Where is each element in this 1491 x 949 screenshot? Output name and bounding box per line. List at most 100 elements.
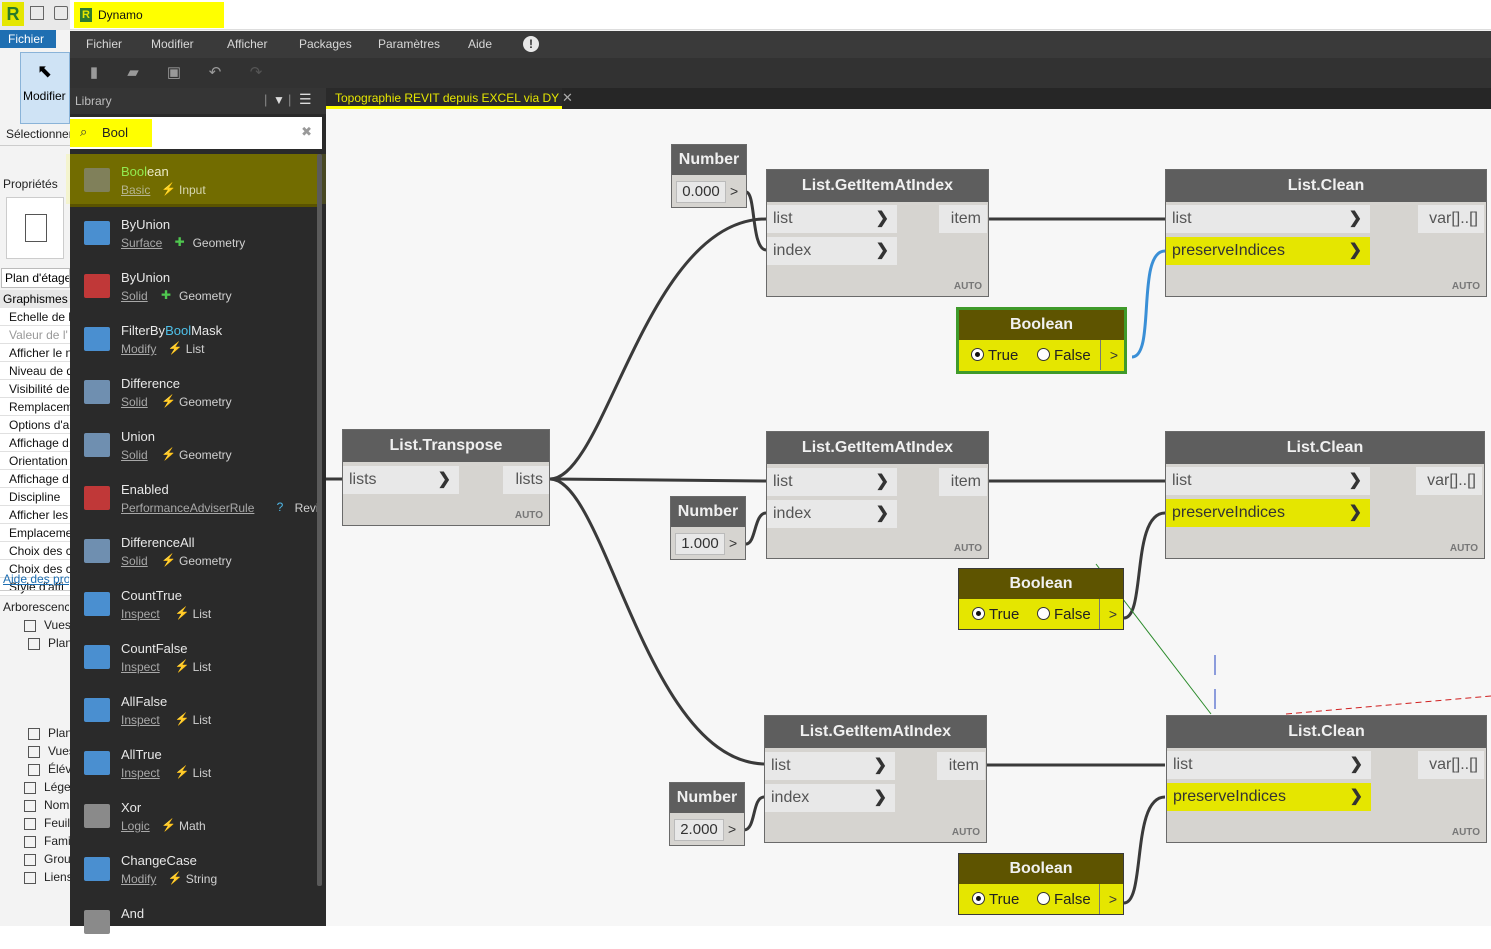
property-row[interactable]: Visibilité de (0, 380, 70, 398)
input-port-list[interactable]: list❯ (767, 205, 897, 233)
true-radio[interactable]: True (972, 606, 1019, 623)
property-row[interactable]: Options d'a (0, 416, 70, 434)
false-radio[interactable]: False (1037, 606, 1091, 623)
output-port-var[interactable]: var[]..[] (1418, 751, 1484, 779)
save-icon[interactable]: ▣ (166, 64, 182, 81)
property-row[interactable]: Remplacem (0, 398, 70, 416)
input-port-preserve-indices[interactable]: preserveIndices❯ (1166, 499, 1370, 527)
input-port-list[interactable]: list❯ (767, 468, 897, 496)
menu-help[interactable]: Aide (468, 37, 493, 51)
output-port-item[interactable]: item (939, 205, 987, 233)
menu-packages[interactable]: Packages (299, 37, 352, 51)
revit-file-tab[interactable]: Fichier (0, 30, 56, 48)
tab-workspace[interactable]: Topographie REVIT depuis EXCEL via DY (326, 88, 562, 109)
menu-edit[interactable]: Modifier (151, 37, 194, 51)
input-port-lists[interactable]: lists❯ (343, 466, 459, 494)
get-item-node-1[interactable]: List.GetItemAtIndex list❯ index❯ item AU… (766, 169, 989, 297)
true-radio[interactable]: True (971, 347, 1018, 364)
input-port-list[interactable]: list❯ (765, 752, 895, 780)
number-input[interactable]: 1.000 (675, 533, 725, 555)
tree-node[interactable]: Grou (44, 852, 70, 866)
library-item-category[interactable]: Solid (121, 448, 148, 462)
property-row[interactable]: Echelle de l (0, 308, 70, 326)
output-port-item[interactable]: item (937, 752, 985, 780)
library-item-category[interactable]: PerformanceAdviserRule (121, 501, 255, 515)
tree-node[interactable]: Élév (48, 762, 70, 776)
revit-open-icon[interactable] (54, 6, 68, 20)
property-row[interactable]: Niveau de d (0, 362, 70, 380)
list-clean-node-2[interactable]: List.Clean list❯ preserveIndices❯ var[].… (1165, 431, 1485, 559)
property-row[interactable]: Choix des c (0, 542, 70, 560)
list-clean-node-1[interactable]: List.Clean list❯ preserveIndices❯ var[].… (1165, 169, 1487, 297)
library-scrollbar[interactable] (317, 154, 322, 886)
input-port-index[interactable]: index❯ (765, 784, 895, 812)
property-row[interactable]: Valeur de l' (0, 326, 70, 344)
open-icon[interactable]: ▰ (127, 64, 139, 81)
tree-node[interactable]: Lége (44, 780, 70, 794)
properties-help-link[interactable]: Aide des pro (3, 572, 69, 586)
library-item[interactable]: And (70, 896, 320, 949)
library-item-category[interactable]: Solid (121, 395, 148, 409)
input-port-preserve-indices[interactable]: preserveIndices❯ (1166, 237, 1370, 265)
input-port-index[interactable]: index❯ (767, 237, 897, 265)
boolean-node-3[interactable]: Boolean True False > (958, 853, 1124, 915)
revit-modify-button[interactable]: ⬉ Modifier (20, 52, 70, 124)
output-port-item[interactable]: item (939, 468, 987, 496)
type-selector[interactable] (6, 197, 64, 259)
property-row[interactable]: Affichage d (0, 470, 70, 488)
input-port-list[interactable]: list❯ (1166, 467, 1370, 495)
view-type-dropdown[interactable]: Plan d'étage (1, 268, 70, 288)
output-port[interactable] (1099, 599, 1123, 629)
search-input[interactable]: Bool (102, 125, 129, 140)
boolean-node-2[interactable]: Boolean True False > (958, 568, 1124, 630)
output-port-var[interactable]: var[]..[] (1416, 467, 1482, 495)
list-transpose-node[interactable]: List.Transpose lists❯ lists AUTO (342, 429, 550, 526)
output-port[interactable]: > (728, 821, 737, 837)
layout-icon[interactable]: ☰ (299, 91, 312, 107)
new-file-icon[interactable]: ▮ (89, 64, 99, 81)
output-port[interactable] (1099, 884, 1123, 914)
tree-node[interactable]: Plan (48, 726, 70, 740)
library-item-category[interactable]: Modify (121, 342, 157, 356)
false-radio[interactable]: False (1037, 891, 1091, 908)
tree-node[interactable]: Nom (44, 798, 70, 812)
library-search-box[interactable]: ⌕ Bool ✖ (70, 117, 322, 149)
output-port[interactable] (1100, 340, 1124, 370)
library-item-category[interactable]: Solid (121, 289, 148, 303)
tree-node[interactable]: Fami (44, 834, 70, 848)
tree-node[interactable]: Vues (44, 618, 70, 632)
property-row[interactable]: Emplaceme (0, 524, 70, 542)
undo-icon[interactable]: ↶ (208, 64, 222, 81)
graphics-group[interactable]: Graphismes (0, 290, 70, 308)
library-item-category[interactable]: Inspect (121, 607, 160, 621)
get-item-node-3[interactable]: List.GetItemAtIndex list❯ index❯ item AU… (764, 715, 987, 843)
library-item-category[interactable]: Solid (121, 554, 148, 568)
notification-icon[interactable]: ! (523, 36, 539, 52)
input-port-list[interactable]: list❯ (1166, 205, 1370, 233)
close-tab-icon[interactable]: ✕ (562, 90, 573, 105)
tree-node[interactable]: Liens (44, 870, 70, 884)
input-port-list[interactable]: list❯ (1167, 751, 1371, 779)
library-item-category[interactable]: Inspect (121, 766, 160, 780)
list-clean-node-3[interactable]: List.Clean list❯ preserveIndices❯ var[].… (1166, 715, 1487, 843)
graph-canvas[interactable]: Number 0.000 > Number 1.000 > Number 2.0… (326, 109, 1491, 926)
redo-icon[interactable]: ↷ (249, 64, 263, 81)
clear-search-icon[interactable]: ✖ (301, 124, 312, 139)
property-row[interactable]: Choix des c (0, 560, 70, 578)
number-node-1[interactable]: Number 0.000 > (671, 144, 747, 208)
menu-settings[interactable]: Paramètres (378, 37, 441, 51)
number-input[interactable]: 2.000 (674, 819, 724, 841)
boolean-node-1[interactable]: Boolean True False > (956, 307, 1127, 374)
property-row[interactable]: Afficher le n (0, 344, 70, 362)
get-item-node-2[interactable]: List.GetItemAtIndex list❯ index❯ item AU… (766, 431, 989, 559)
false-radio[interactable]: False (1037, 347, 1091, 364)
library-item-category[interactable]: Logic (121, 819, 150, 833)
